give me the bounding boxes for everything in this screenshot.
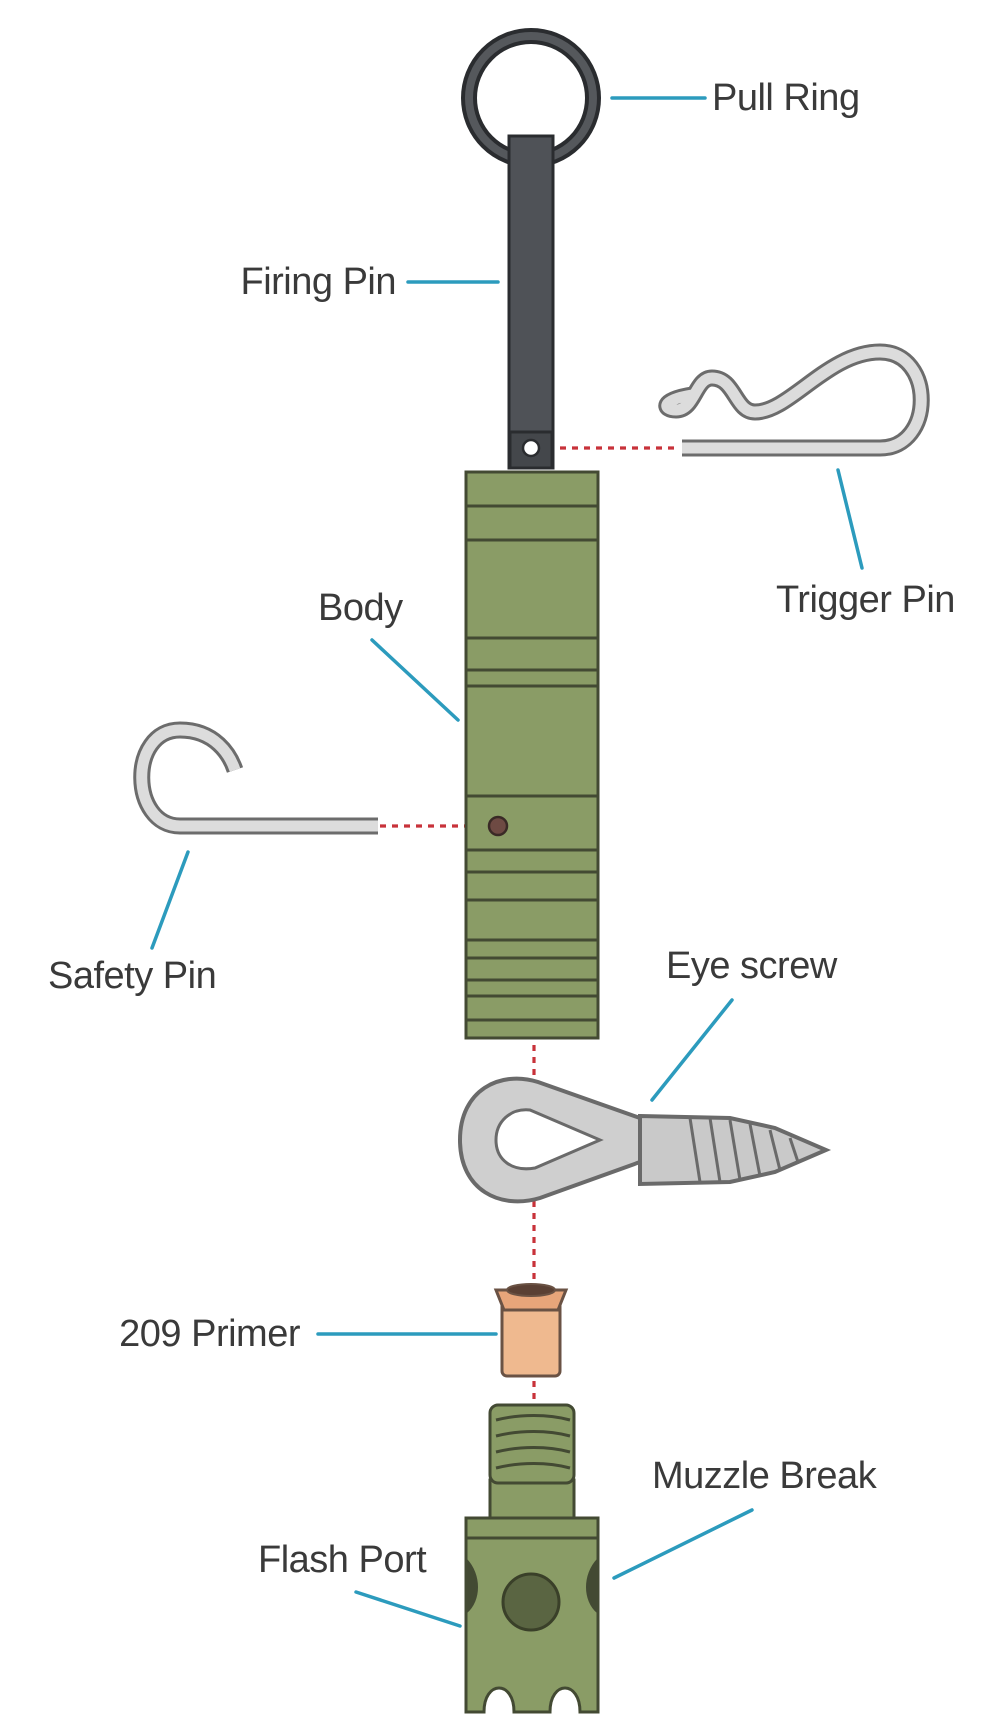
body-label: Body [318, 587, 403, 629]
firing-pin [507, 134, 555, 470]
safety-pin [133, 721, 378, 835]
safety-pin-leader [150, 850, 190, 950]
safety-pin-hole [487, 815, 509, 837]
flash-port-leader [354, 1590, 462, 1628]
trigger-pin-leader [836, 468, 864, 570]
firing-pin-label: Firing Pin [241, 261, 397, 303]
safety-pin-label: Safety Pin [48, 955, 216, 997]
pull-ring-label: Pull Ring [712, 77, 860, 119]
primer [493, 1283, 569, 1378]
primer-label: 209 Primer [119, 1313, 301, 1355]
trigger-pin-label: Trigger Pin [776, 579, 955, 621]
trigger-pin [658, 343, 930, 457]
eye-screw-label: Eye screw [666, 945, 838, 987]
flash-port-hole [501, 1572, 561, 1632]
labels: Pull Ring Firing Pin Trigger Pin Body Sa… [48, 77, 955, 1581]
muzzle-break-leader [612, 1508, 754, 1580]
muzzle-break [464, 1403, 600, 1714]
body-leader [370, 638, 460, 722]
eye-screw-shank [638, 1113, 832, 1187]
eye-screw-leader [650, 998, 734, 1102]
body [464, 470, 600, 1040]
eye-screw [457, 1076, 832, 1204]
muzzle-break-label: Muzzle Break [652, 1455, 878, 1497]
leader-lines [150, 96, 864, 1628]
flash-port-label: Flash Port [258, 1539, 427, 1581]
